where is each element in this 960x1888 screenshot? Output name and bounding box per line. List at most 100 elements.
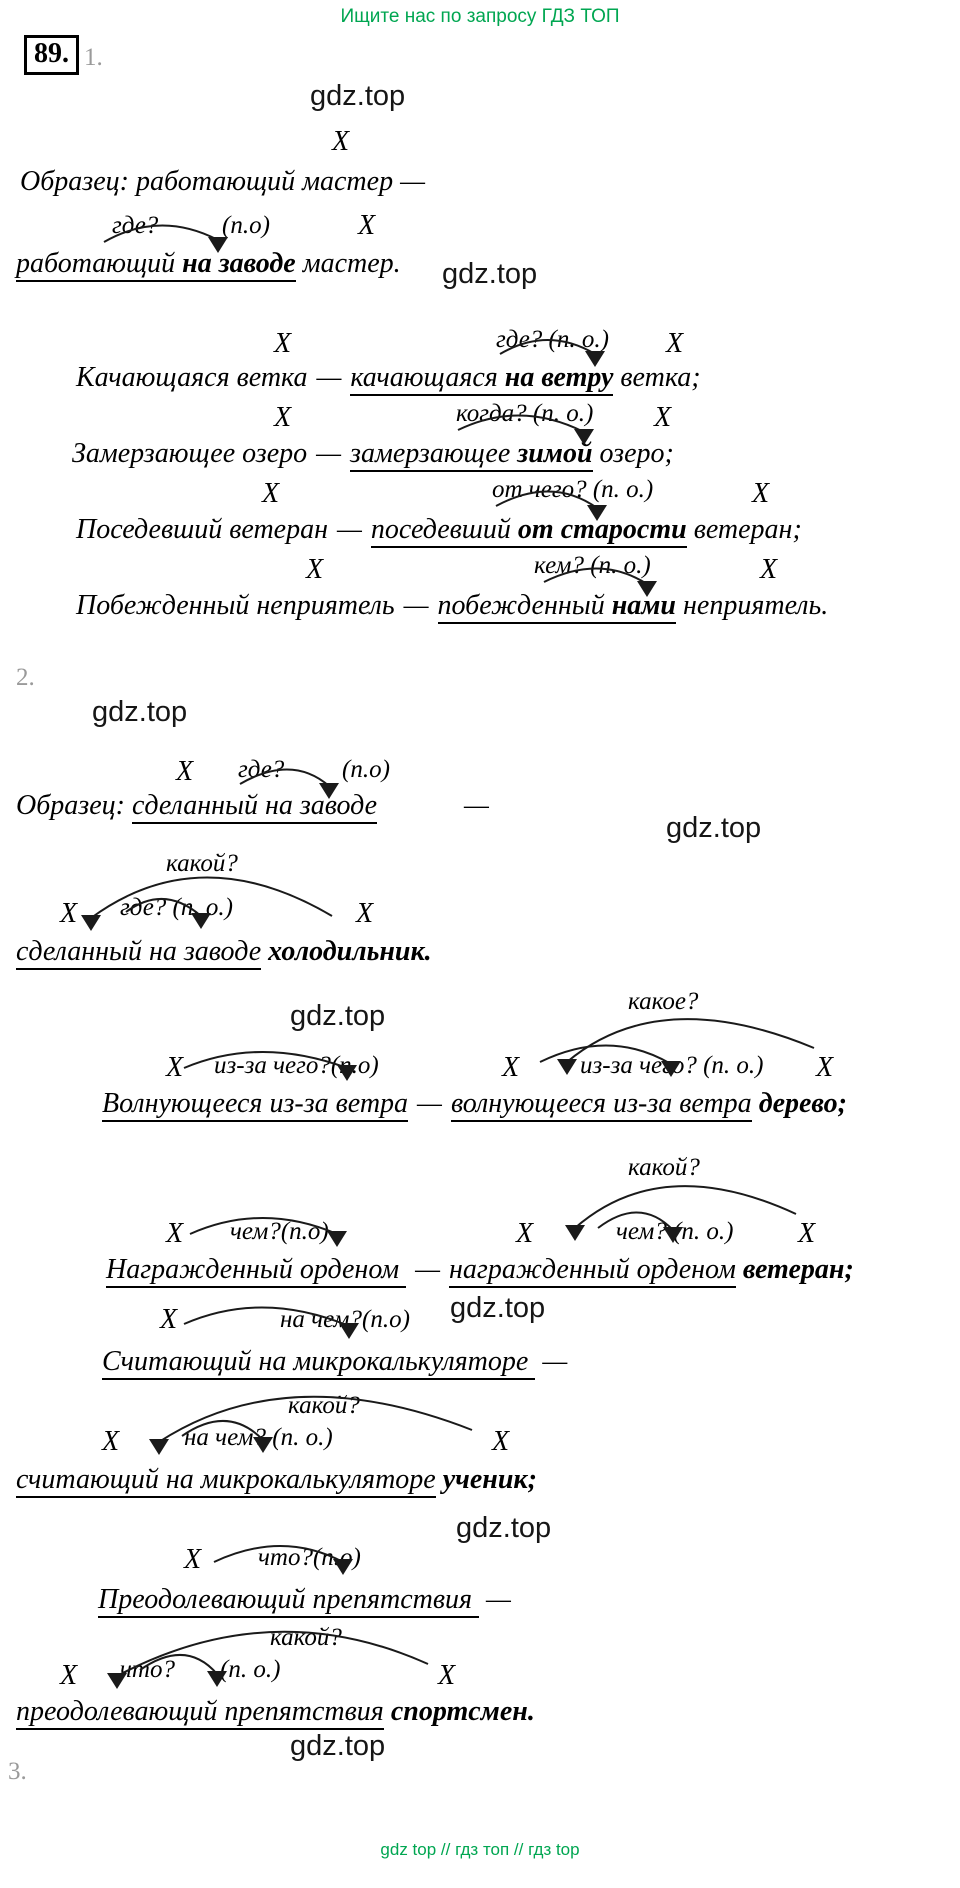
- po-label: (п.о): [222, 212, 270, 239]
- phrase-line: Замерзающее озеро — замерзающее зимой озер…: [72, 438, 674, 472]
- sample-phrase: работающий мастер —: [135, 166, 425, 197]
- sample-label: Образец:: [20, 166, 129, 197]
- question-label: чем?(п.о): [230, 1218, 329, 1245]
- phrase-line: Преодолевающий препятствия —: [98, 1584, 511, 1618]
- question-label: кем? (п. о.): [534, 552, 651, 579]
- arrow-head: [81, 915, 101, 931]
- base-phrase: Поседевший ветеран: [76, 514, 328, 545]
- phrase-line: Награжденный орденом —награжденный орден…: [106, 1254, 854, 1288]
- x-marker: X: [160, 1304, 178, 1335]
- x-marker: X: [816, 1052, 834, 1083]
- question-label: на чем? (п. о.): [184, 1424, 333, 1451]
- dash: —: [486, 1584, 511, 1615]
- head-word: дерево;: [758, 1088, 847, 1119]
- head-word: мастер.: [295, 248, 401, 279]
- po-label: (п.о): [342, 756, 390, 783]
- participle-phrase: сделанный на заводе: [16, 936, 262, 970]
- x-marker: X: [262, 478, 280, 509]
- question-label: на чем?(п.о): [280, 1306, 410, 1333]
- dash: —: [415, 1254, 441, 1285]
- phrase-line: Качающаяся ветка—качающаяся на ветру вет…: [76, 362, 701, 396]
- participle: замерзающее: [350, 438, 518, 469]
- dependent-word: нами: [611, 590, 677, 621]
- watermark: gdz.top: [442, 258, 538, 290]
- question-label: где?: [112, 212, 159, 239]
- phrase-line: Побежденный неприятель—побежденный нами …: [76, 590, 828, 624]
- base-phrase: Замерзающее озеро: [72, 438, 308, 469]
- x-marker: X: [306, 554, 324, 585]
- x-marker: X: [166, 1052, 184, 1083]
- promo-header: Ищите нас по запросу ГДЗ ТОП: [340, 6, 620, 27]
- part-number-3: 3.: [8, 1758, 27, 1785]
- question-label: что?(п.о): [258, 1544, 361, 1571]
- participle-phrase: считающий на микрокалькуляторе: [16, 1464, 436, 1498]
- participle-phrase: преодолевающий препятствия: [16, 1696, 384, 1730]
- x-marker: X: [274, 402, 292, 433]
- head-word: ветеран;: [686, 514, 802, 545]
- participle-phrase: награжденный орденом: [449, 1254, 736, 1288]
- arrow-head: [565, 1225, 585, 1241]
- x-marker: X: [666, 328, 684, 359]
- dash: —: [316, 438, 342, 469]
- sample-line: Образец: работающий мастер —: [20, 166, 425, 198]
- watermark: gdz.top: [290, 1730, 386, 1762]
- x-marker: X: [102, 1426, 120, 1457]
- dependent-word: зимой: [517, 438, 593, 469]
- question-label: какой?: [288, 1392, 360, 1419]
- dash: —: [542, 1346, 568, 1377]
- x-marker: X: [60, 1660, 78, 1691]
- question-label: из-за чего? (п. о.): [580, 1052, 764, 1079]
- x-marker: X: [492, 1426, 510, 1457]
- dependent-word: на ветру: [504, 362, 614, 393]
- x-marker: X: [654, 402, 672, 433]
- head-word: озеро;: [592, 438, 674, 469]
- arrow-head: [149, 1439, 169, 1455]
- participle-phrase: Преодолевающий препятствия: [98, 1584, 480, 1618]
- question-label: какой?: [628, 1154, 700, 1181]
- question-label: где? (п. о.): [496, 326, 609, 353]
- participle-phrase: Волнующееся из-за ветра: [102, 1088, 409, 1122]
- dash: —: [316, 362, 342, 393]
- base-phrase: Качающаяся ветка: [76, 362, 308, 393]
- x-marker: X: [60, 898, 78, 929]
- watermark: gdz.top: [450, 1292, 546, 1324]
- x-marker: X: [438, 1660, 456, 1691]
- phrase-line: Поседевший ветеран—поседевший от старост…: [76, 514, 802, 548]
- po-label: (п. о.): [220, 1656, 281, 1683]
- exercise-number: 89.: [24, 35, 79, 75]
- x-marker: X: [356, 898, 374, 929]
- phrase-line: Считающий на микрокалькуляторе —: [102, 1346, 568, 1380]
- head-word: холодильник.: [268, 936, 432, 967]
- dash: —: [337, 514, 362, 545]
- exercise-number-badge: 89.: [24, 35, 79, 75]
- x-marker: X: [516, 1218, 534, 1249]
- dash: —: [464, 790, 489, 821]
- participle-phrase: Считающий на микрокалькуляторе: [102, 1346, 536, 1380]
- x-marker: X: [502, 1052, 520, 1083]
- dependent-word: на заводе: [182, 248, 296, 279]
- x-marker: X: [176, 756, 194, 787]
- base-phrase: Побежденный неприятель: [76, 590, 395, 621]
- x-marker: X: [274, 328, 292, 359]
- watermark: gdz.top: [290, 1000, 386, 1032]
- dash: —: [403, 590, 429, 621]
- question-label: какой?: [270, 1624, 342, 1651]
- promo-footer: gdz top // гдз топ // гдз top: [380, 1840, 580, 1859]
- question-label: чем? (п. о.): [616, 1218, 734, 1245]
- watermark: gdz.top: [456, 1512, 552, 1544]
- head-word: ветка;: [613, 362, 701, 393]
- result-line: работающий на заводе мастер.: [16, 248, 401, 282]
- head-word: ученик;: [442, 1464, 537, 1495]
- part-number-2: 2.: [16, 664, 35, 691]
- question-label: где? (п. о.): [120, 894, 233, 921]
- question-label: когда? (п. о.): [456, 400, 594, 427]
- head-word: спортсмен.: [390, 1696, 535, 1727]
- x-marker: X: [184, 1544, 202, 1575]
- watermark: gdz.top: [310, 80, 406, 112]
- watermark: gdz.top: [92, 696, 188, 728]
- dependent-word: от старости: [517, 514, 687, 545]
- sample-label: Образец:: [16, 790, 125, 821]
